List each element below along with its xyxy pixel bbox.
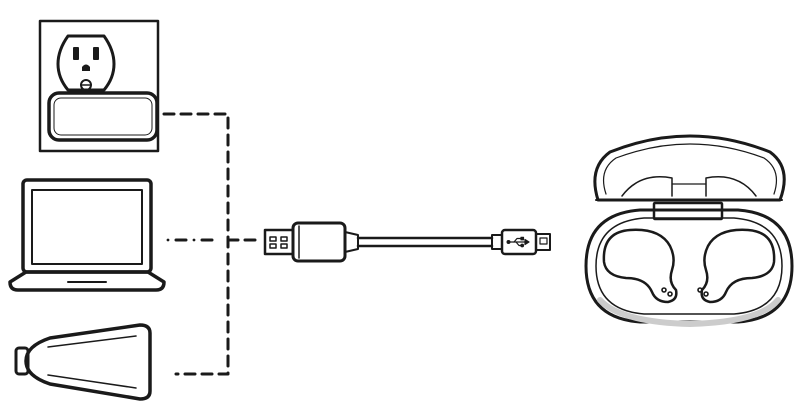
wall-outlet-adapter-icon xyxy=(38,19,160,153)
connection-dashes xyxy=(162,112,264,376)
laptop-icon xyxy=(8,178,166,292)
usb-to-micro-usb-cable-icon xyxy=(263,221,551,263)
car-charger-icon xyxy=(14,323,152,401)
earbuds-charging-case-icon xyxy=(584,134,794,327)
usb-symbol-icon xyxy=(506,236,530,248)
laptop-dash-dot xyxy=(166,238,214,242)
